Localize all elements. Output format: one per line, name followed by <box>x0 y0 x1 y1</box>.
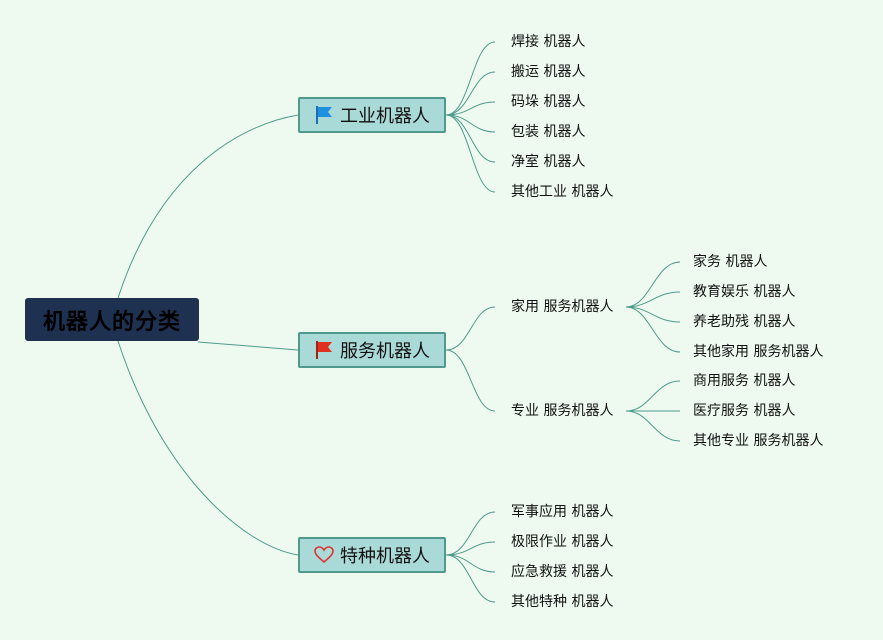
branch-label: 服务机器人 <box>340 341 430 362</box>
connector-special-topic <box>445 541 496 556</box>
topic-palletizing-robot[interactable]: 码垛 机器人 <box>511 94 586 110</box>
connector-industrial-topic <box>445 114 496 133</box>
heart-icon <box>314 545 334 565</box>
topic-other-special-robot[interactable]: 其他特种 机器人 <box>511 594 614 610</box>
subtopic-commercial-service-robot[interactable]: 商用服务 机器人 <box>693 373 796 389</box>
connector-industrial-topic <box>445 71 496 116</box>
red-flag-icon <box>314 340 334 360</box>
blue-flag-icon <box>314 105 334 125</box>
subtopic-other-household-robot[interactable]: 其他家用 服务机器人 <box>693 344 824 360</box>
connector-industrial-topic <box>445 114 496 163</box>
root-topic-label: 机器人的分类 <box>42 309 181 335</box>
connector-root-special <box>117 340 299 556</box>
topic-cleanroom-robot[interactable]: 净室 机器人 <box>511 154 586 170</box>
connector-root-service <box>197 341 299 351</box>
subtopic-medical-service-robot[interactable]: 医疗服务 机器人 <box>693 403 796 419</box>
connector-industrial-topic <box>445 41 496 116</box>
connector-special-topic <box>445 554 496 603</box>
connector-household-subtopic <box>625 306 681 353</box>
topic-military-robot[interactable]: 军事应用 机器人 <box>511 504 614 520</box>
subtopic-housework-robot[interactable]: 家务 机器人 <box>693 254 768 270</box>
connector-professional-subtopic <box>625 380 681 412</box>
topic-welding-robot[interactable]: 焊接 机器人 <box>511 34 586 50</box>
connector-household-subtopic <box>625 306 681 323</box>
connector-service-topic <box>445 306 496 351</box>
connector-household-subtopic <box>625 261 681 308</box>
connector-professional-subtopic <box>625 410 681 442</box>
connector-industrial-topic <box>445 114 496 193</box>
branch-service-robots[interactable]: 服务机器人 <box>298 332 446 368</box>
branch-label: 特种机器人 <box>340 546 430 567</box>
connector-special-topic <box>445 554 496 573</box>
branch-special-robots[interactable]: 特种机器人 <box>298 537 446 573</box>
topic-packaging-robot[interactable]: 包装 机器人 <box>511 124 586 140</box>
connector-root-industrial <box>117 114 299 299</box>
connector-special-topic <box>445 511 496 556</box>
topic-household-service-robot[interactable]: 家用 服务机器人 <box>511 299 614 315</box>
connector-industrial-topic <box>445 101 496 116</box>
subtopic-elderly-care-robot[interactable]: 养老助残 机器人 <box>693 314 796 330</box>
topic-other-industrial-robot[interactable]: 其他工业 机器人 <box>511 184 614 200</box>
subtopic-other-professional-robot[interactable]: 其他专业 服务机器人 <box>693 433 824 449</box>
topic-extreme-operation-robot[interactable]: 极限作业 机器人 <box>511 534 614 550</box>
connector-household-subtopic <box>625 291 681 308</box>
subtopic-education-entertainment-robot[interactable]: 教育娱乐 机器人 <box>693 284 796 300</box>
topic-professional-service-robot[interactable]: 专业 服务机器人 <box>511 403 614 419</box>
connector-service-topic <box>445 349 496 412</box>
topic-handling-robot[interactable]: 搬运 机器人 <box>511 64 586 80</box>
root-topic[interactable]: 机器人的分类 <box>25 298 199 341</box>
branch-industrial-robots[interactable]: 工业机器人 <box>298 97 446 133</box>
branch-label: 工业机器人 <box>340 106 430 127</box>
topic-emergency-rescue-robot[interactable]: 应急救援 机器人 <box>511 564 614 580</box>
